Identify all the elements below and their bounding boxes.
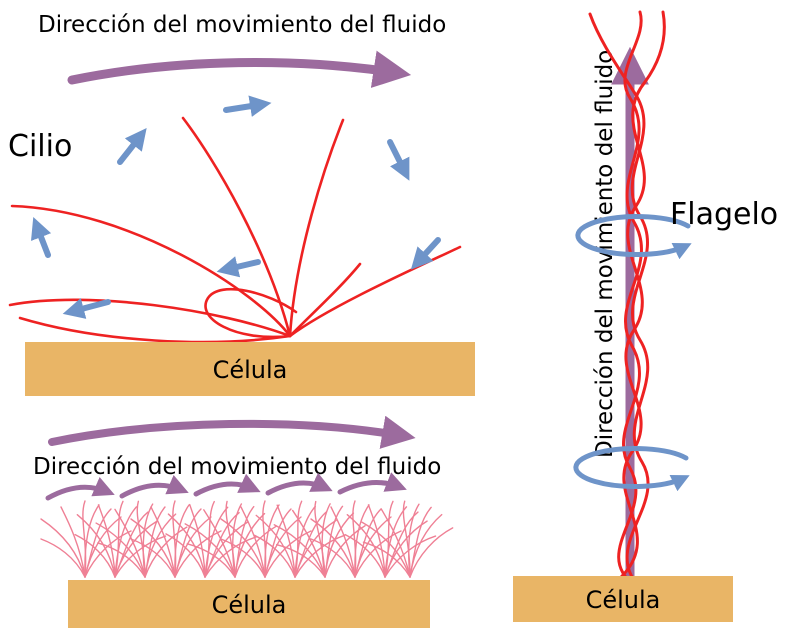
cycle-arrow-right [410,237,441,270]
cycle-arrow-bottom [216,256,261,278]
flagellum-strand [616,10,666,582]
cycle-arrows [30,95,441,319]
rotation-arrow-upper [575,213,692,260]
flagellum-label: Flagelo [670,197,778,232]
wave-arrow [45,476,115,501]
cell-body-cilia-field [68,580,430,628]
cell-label-flagellum: Célula [586,586,661,614]
rotation-arrow-lower [573,445,690,492]
wave-arrow [193,473,261,497]
cell-body-flagellum [513,576,733,622]
cilium-stroke [288,245,462,338]
cilium-stroke [204,287,298,339]
cilium-stroke [18,316,292,344]
cilium-stroke [181,116,292,338]
cell-label-cilia-field: Célula [212,591,287,619]
flow-arrow-top [67,50,412,88]
rotation-arrows [573,213,692,492]
cilium-panel: Dirección del movimiento del fluido Cili… [8,12,475,396]
wave-arrows [45,472,407,501]
cycle-arrow-left [30,216,52,258]
cycle-arrow-bottom-left [62,297,111,319]
cilium-stroke [288,118,345,338]
wave-arrow [337,472,407,495]
cycle-arrow-upper-right [387,139,410,181]
flow-arrow-middle [48,415,416,449]
wave-arrow [265,472,333,496]
cilium-label: Cilio [8,129,72,164]
flagellum-panel: Dirección del movimiento del fluido Flag… [513,10,778,622]
cilia-field-panel: Dirección del movimiento del fluido Cél [33,415,457,628]
wave-arrow [119,474,189,499]
cilium-stroke [288,262,362,338]
cilium-strokes [8,116,462,344]
cilia-field [40,495,457,584]
cilium-stroke [8,298,292,338]
cycle-arrow-upper-left [117,128,147,165]
flagellum-strand [617,10,643,588]
cilia-tuft [360,497,457,581]
cell-body-cilium [25,342,475,396]
cycle-arrow-top [223,95,272,117]
flow-direction-label-middle: Dirección del movimiento del fluido [33,454,441,480]
cilium-stroke [10,204,292,338]
cell-label-cilium: Célula [213,356,288,384]
flow-direction-label-top: Dirección del movimiento del fluido [38,12,446,38]
